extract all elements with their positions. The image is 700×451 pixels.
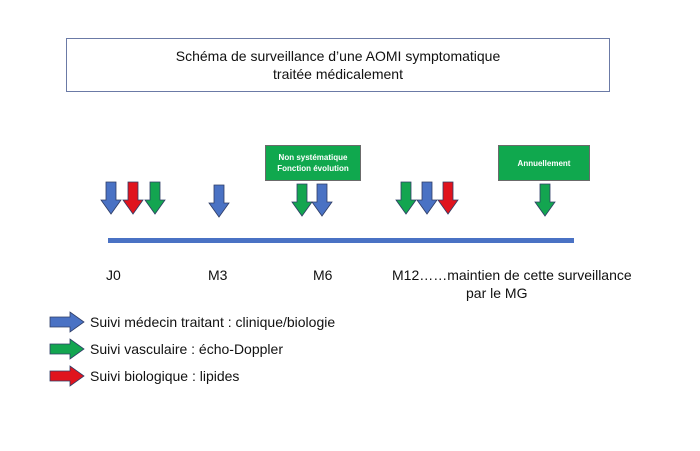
green-down-arrow-icon bbox=[395, 181, 417, 215]
timepoint-m3: M3 bbox=[208, 267, 228, 283]
blue-down-arrow-icon bbox=[208, 184, 230, 218]
timepoint-j0: J0 bbox=[106, 267, 121, 283]
legend-blue-arrow-icon bbox=[49, 311, 85, 333]
timepoint-m12: M12……maintien de cette surveillance bbox=[392, 267, 632, 283]
legend-green-arrow-icon bbox=[49, 338, 85, 360]
note-non-systematic: Non systématique Fonction évolution bbox=[265, 145, 361, 181]
blue-down-arrow-icon bbox=[416, 181, 438, 215]
green-down-arrow-icon bbox=[291, 183, 313, 217]
legend-item-red: Suivi biologique : lipides bbox=[48, 364, 239, 388]
diagram-title: Schéma de surveillance d’une AOMI sympto… bbox=[175, 48, 501, 82]
legend-red-arrow-slot bbox=[48, 366, 84, 386]
legend-green-arrow-slot bbox=[48, 339, 84, 359]
legend-blue-arrow-slot bbox=[48, 312, 84, 332]
legend-label-blue: Suivi médecin traitant : clinique/biolog… bbox=[90, 314, 336, 330]
note-line-1: Non systématique bbox=[278, 153, 348, 162]
legend-label-red: Suivi biologique : lipides bbox=[90, 368, 240, 384]
green-down-arrow-icon bbox=[144, 181, 166, 215]
timepoint-m6: M6 bbox=[313, 267, 333, 283]
legend-arrows bbox=[49, 311, 85, 387]
note-annual: Annuellement bbox=[498, 145, 590, 181]
legend-red-arrow-icon bbox=[49, 365, 85, 387]
note-line-2: Fonction évolution bbox=[277, 164, 349, 173]
red-down-arrow-icon bbox=[437, 181, 459, 215]
legend-item-green: Suivi vasculaire : écho-Doppler bbox=[48, 337, 283, 361]
down-arrows bbox=[100, 181, 556, 218]
blue-down-arrow-icon bbox=[100, 181, 122, 215]
red-down-arrow-icon bbox=[122, 181, 144, 215]
timeline-line bbox=[108, 238, 574, 243]
blue-down-arrow-icon bbox=[311, 183, 333, 217]
green-down-arrow-icon bbox=[534, 183, 556, 217]
timepoint-m12-line2: par le MG bbox=[466, 285, 528, 301]
legend-label-green: Suivi vasculaire : écho-Doppler bbox=[90, 341, 283, 357]
legend-item-blue: Suivi médecin traitant : clinique/biolog… bbox=[48, 310, 335, 334]
title-box: Schéma de surveillance d’une AOMI sympto… bbox=[66, 38, 610, 92]
note-annual-label: Annuellement bbox=[517, 158, 571, 168]
